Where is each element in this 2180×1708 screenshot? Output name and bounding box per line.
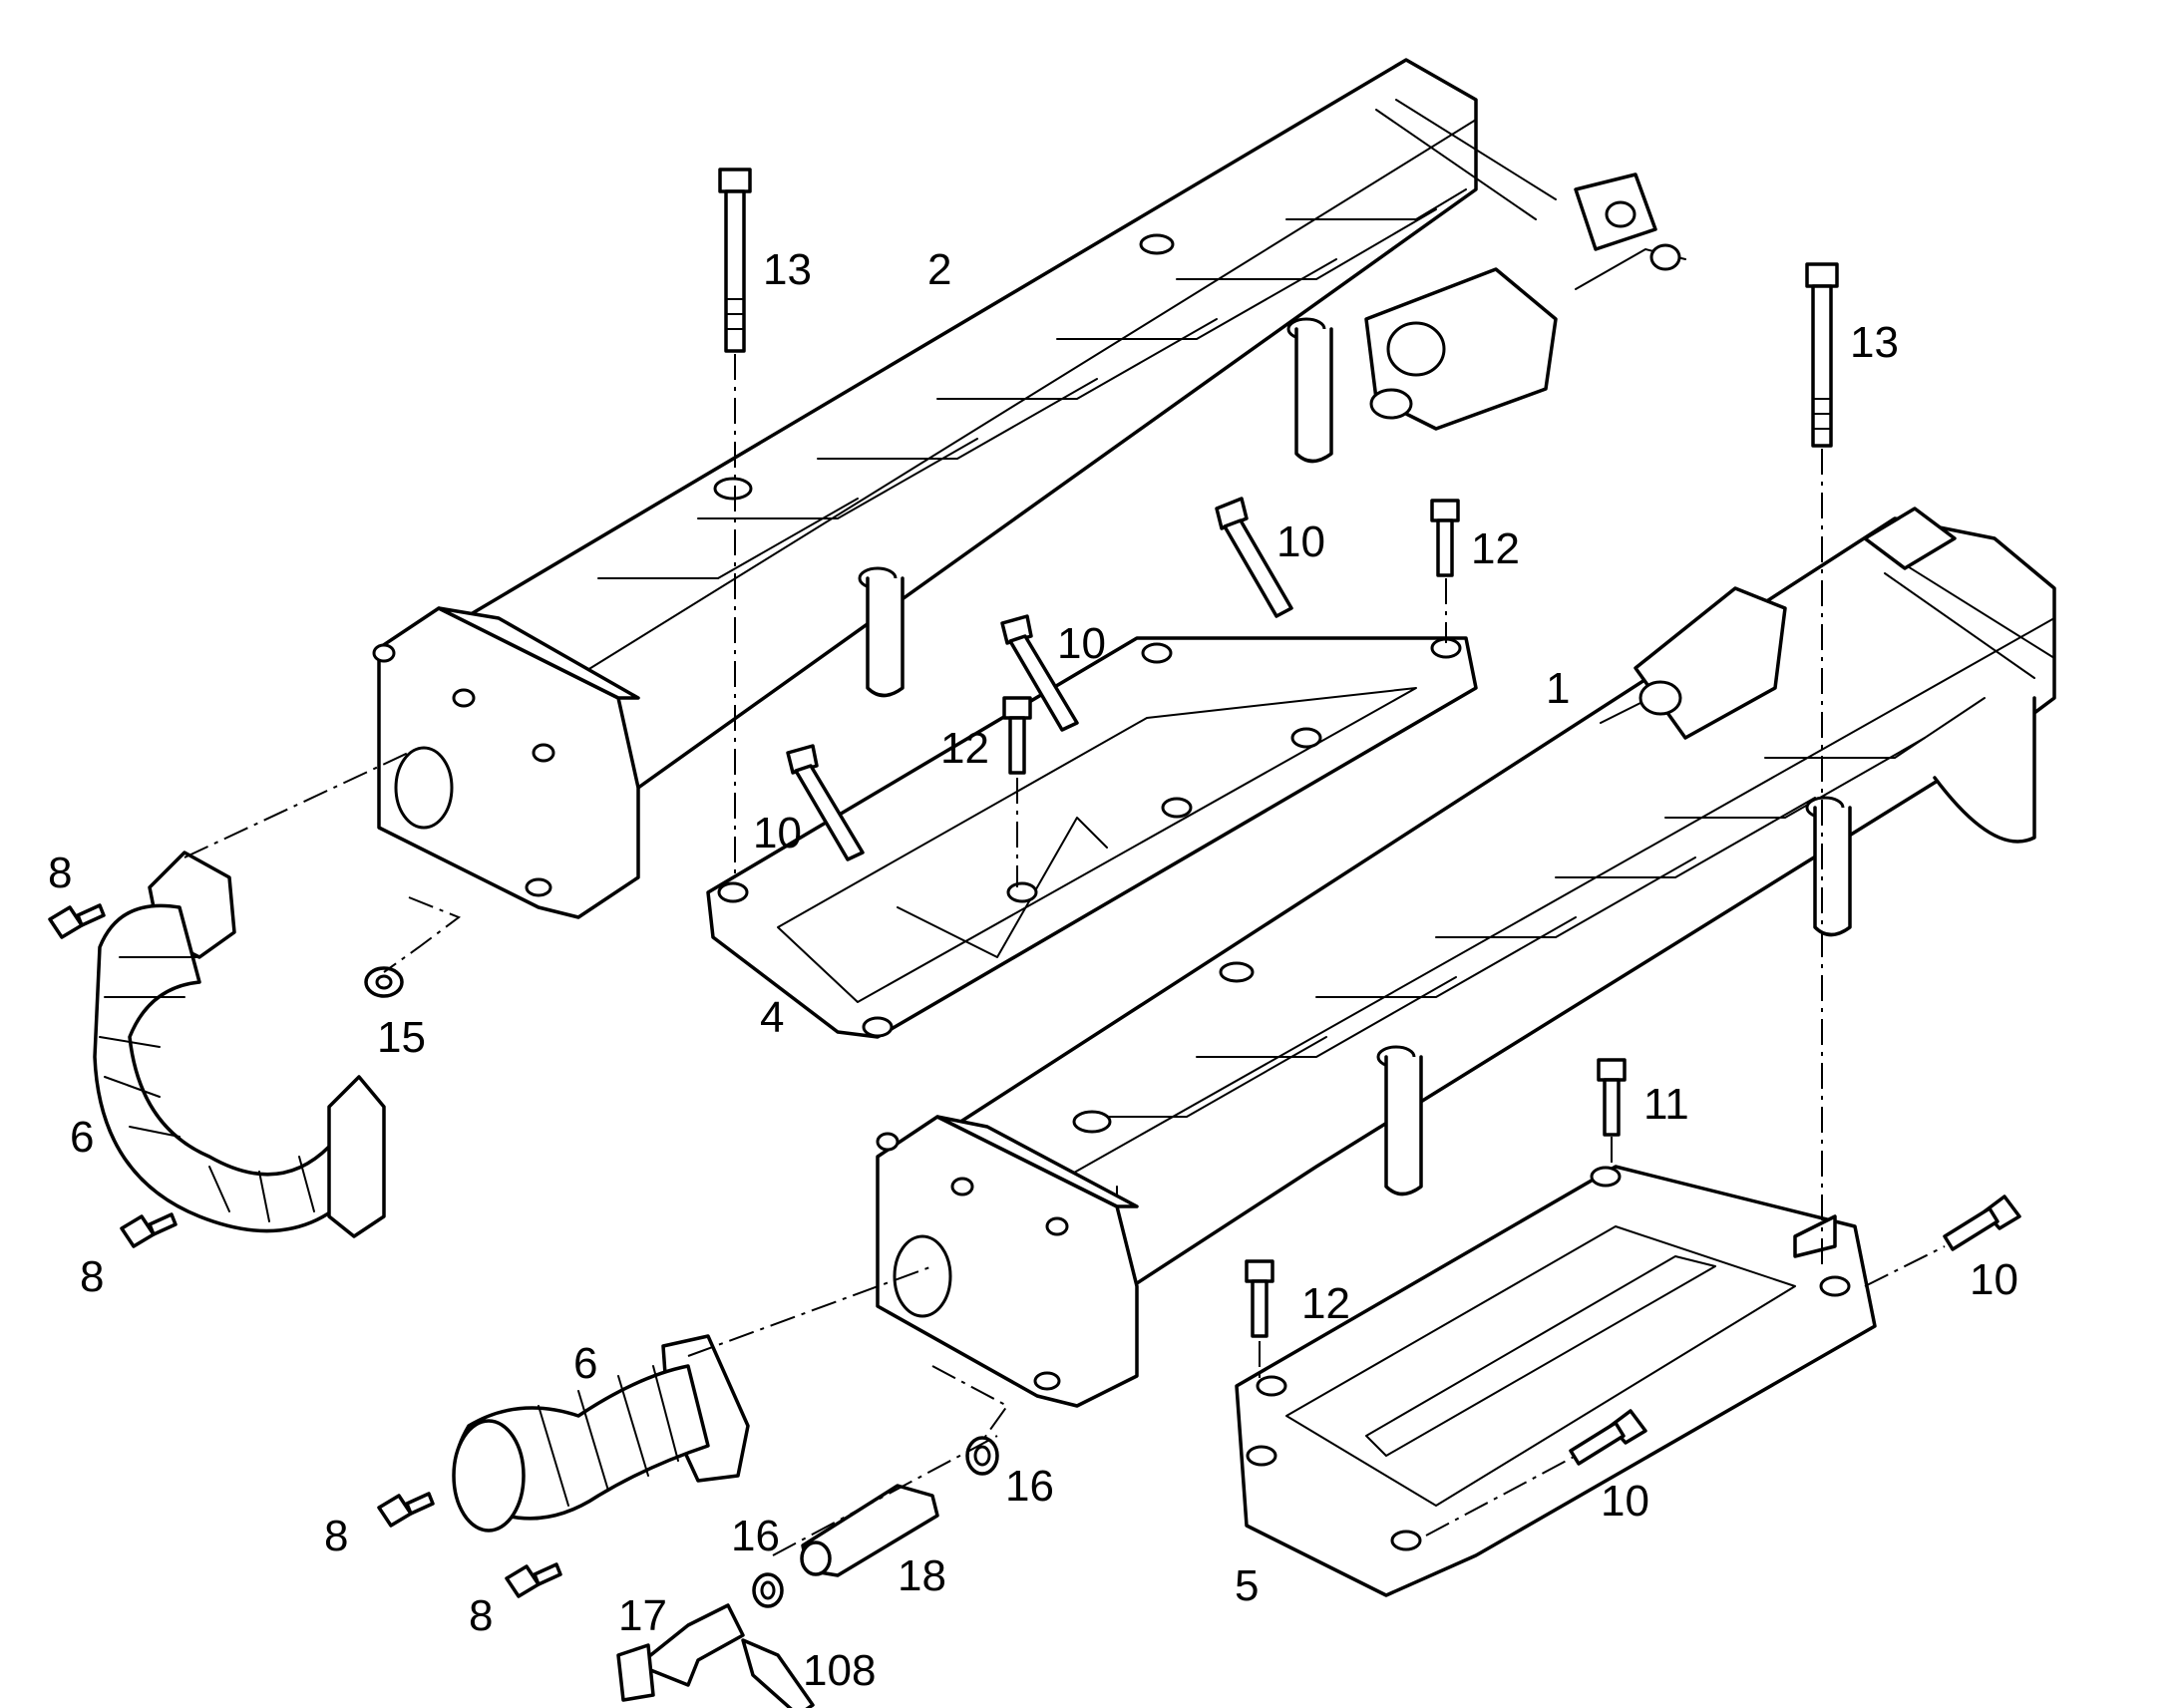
flex-pipe-upper bbox=[93, 851, 386, 1238]
bolt-8-c bbox=[377, 1492, 435, 1528]
bolt-12-b bbox=[1002, 696, 1032, 775]
bracket-lower bbox=[1235, 1165, 1877, 1597]
callout-13-right: 13 bbox=[1850, 318, 1899, 367]
callout-16-a: 16 bbox=[1005, 1462, 1054, 1511]
callout-11: 11 bbox=[1643, 1080, 1689, 1129]
alignment-lines bbox=[183, 354, 1946, 1556]
callout-10-a: 10 bbox=[1276, 517, 1325, 566]
callout-12-a: 12 bbox=[1471, 524, 1520, 573]
callout-5: 5 bbox=[1235, 1561, 1259, 1610]
bracket-upper bbox=[706, 636, 1478, 1039]
egr-cooler-lower bbox=[876, 507, 2056, 1408]
washer-16-b bbox=[752, 1572, 784, 1608]
callout-108: 108 bbox=[803, 1646, 876, 1695]
callout-4: 4 bbox=[760, 993, 784, 1042]
callout-8-b: 8 bbox=[80, 1252, 104, 1301]
bolt-10-a bbox=[1215, 497, 1293, 618]
callout-10-b: 10 bbox=[1057, 619, 1106, 668]
callout-8-a: 8 bbox=[48, 849, 72, 897]
callout-10-c: 10 bbox=[753, 809, 802, 857]
callout-labels: 13 2 13 10 12 10 1 12 10 8 4 15 11 6 8 1… bbox=[48, 245, 2018, 1695]
callout-8-d: 8 bbox=[469, 1591, 493, 1640]
bolt-8-d bbox=[505, 1562, 562, 1598]
bolt-12-a bbox=[1430, 499, 1460, 577]
callout-6-upper: 6 bbox=[70, 1113, 94, 1162]
adapter-18 bbox=[800, 1484, 939, 1577]
callout-17: 17 bbox=[618, 1591, 667, 1640]
bolt-13-right bbox=[1805, 262, 1839, 448]
callout-2: 2 bbox=[927, 245, 951, 294]
callout-18: 18 bbox=[898, 1551, 946, 1600]
bolt-10-c bbox=[786, 744, 865, 861]
callout-10-e: 10 bbox=[1601, 1477, 1649, 1526]
callout-1: 1 bbox=[1546, 664, 1570, 713]
sealant-108 bbox=[741, 1638, 815, 1708]
bolt-8-b bbox=[120, 1212, 178, 1248]
bolt-10-b bbox=[1000, 614, 1079, 732]
egr-cooler-upper bbox=[372, 58, 1686, 919]
bolt-13-left bbox=[718, 168, 752, 353]
callout-8-c: 8 bbox=[324, 1512, 348, 1560]
callout-13-left: 13 bbox=[763, 245, 812, 294]
drain-valve-17 bbox=[616, 1603, 745, 1702]
callout-10-d: 10 bbox=[1970, 1255, 2018, 1304]
callout-12-b: 12 bbox=[940, 724, 989, 773]
plug-15 bbox=[364, 966, 404, 998]
callout-15: 15 bbox=[377, 1013, 426, 1062]
bolt-11 bbox=[1597, 1058, 1627, 1137]
flex-pipe-lower bbox=[452, 1334, 750, 1533]
callout-12-c: 12 bbox=[1301, 1279, 1350, 1328]
bolt-10-d bbox=[1943, 1195, 2021, 1251]
washer-16-a bbox=[965, 1436, 999, 1476]
bolt-10-e bbox=[1569, 1409, 1647, 1466]
callout-16-b: 16 bbox=[731, 1512, 780, 1560]
bolt-8-a bbox=[48, 903, 106, 939]
callout-6-lower: 6 bbox=[573, 1339, 597, 1388]
bolt-12-c bbox=[1245, 1259, 1274, 1338]
